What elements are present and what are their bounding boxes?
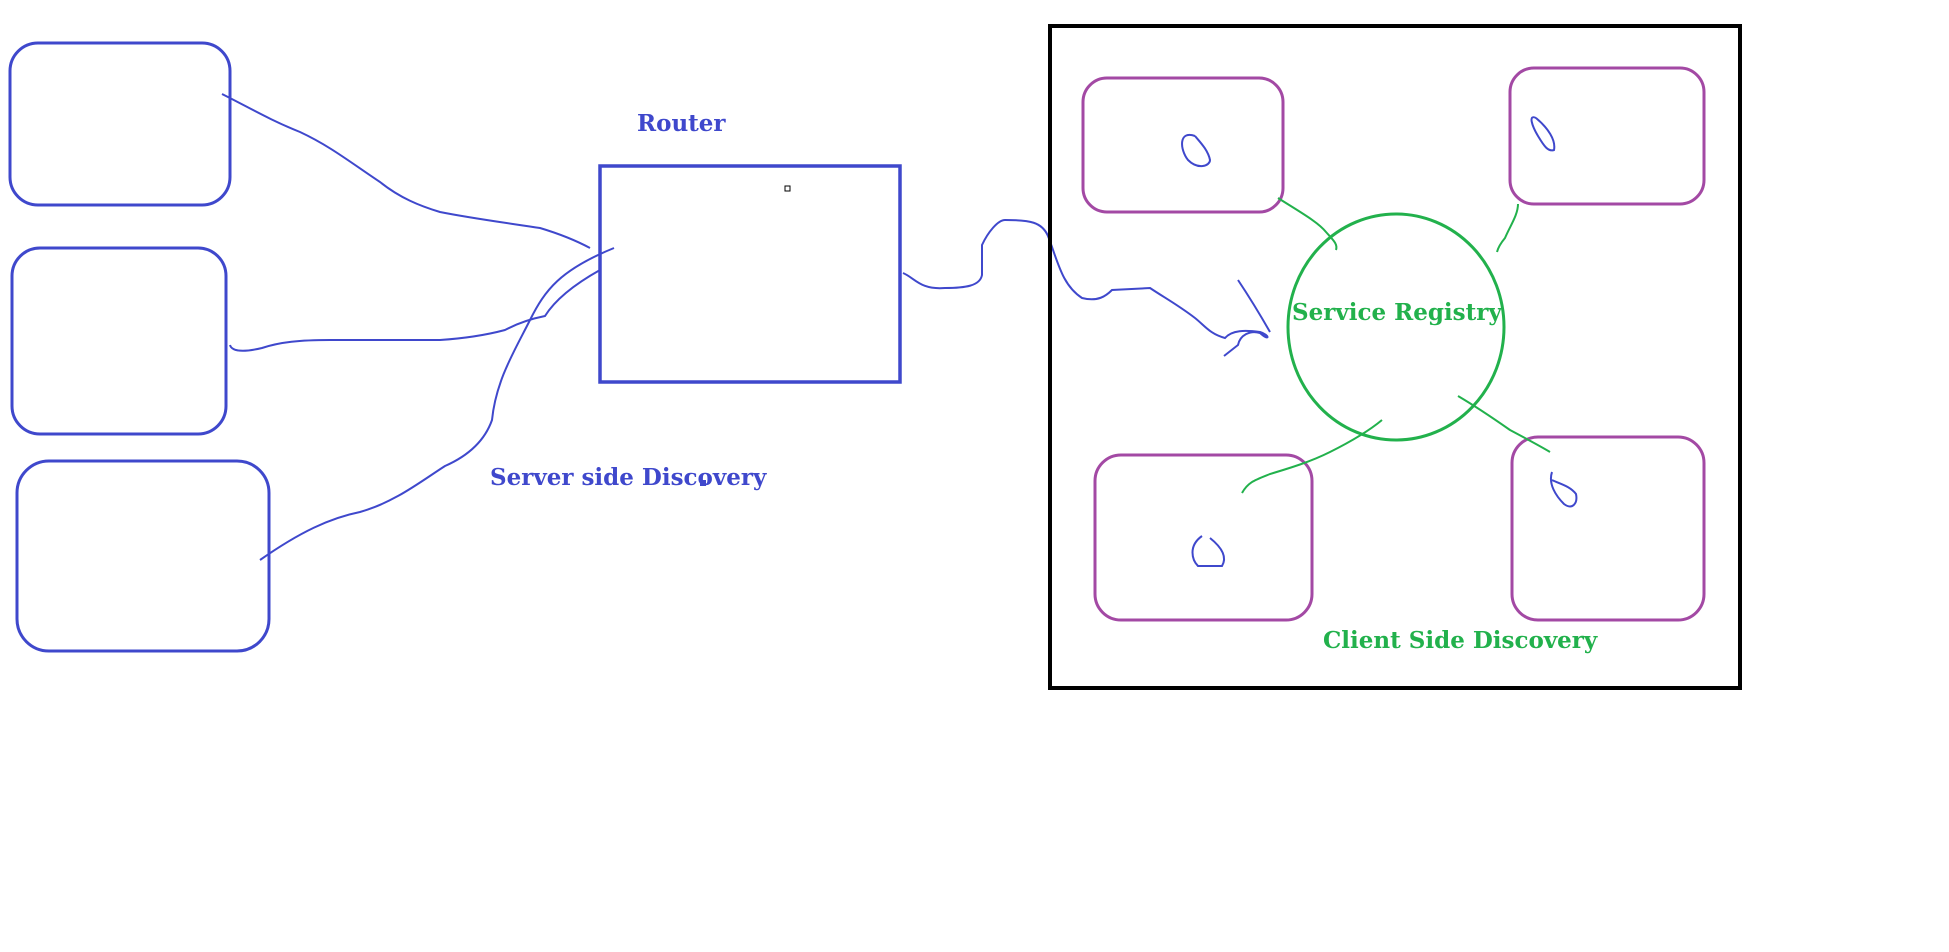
client-side-discovery-label: Client Side Discovery bbox=[1323, 627, 1598, 654]
registry-link-top-left bbox=[1277, 197, 1338, 251]
connection-line-1 bbox=[221, 93, 591, 249]
small-marker bbox=[700, 480, 706, 486]
router-label: Router bbox=[637, 110, 726, 137]
registry-link-top-right bbox=[1496, 203, 1519, 253]
service-scribbles bbox=[1181, 116, 1578, 567]
router-marker bbox=[784, 185, 791, 192]
client-box-1 bbox=[8, 41, 232, 207]
service-box-bottom-left bbox=[1093, 453, 1314, 622]
server-side-clients bbox=[8, 41, 271, 653]
registry-connections bbox=[1241, 197, 1551, 494]
connection-line-3 bbox=[259, 247, 615, 561]
registry-link-bottom-left bbox=[1241, 419, 1383, 494]
connection-line-2 bbox=[229, 269, 601, 352]
scribble-4 bbox=[1550, 471, 1578, 508]
server-side-discovery-label: Server side Discovery bbox=[490, 464, 767, 491]
service-boxes bbox=[1081, 66, 1706, 622]
service-box-top-left bbox=[1081, 76, 1285, 214]
client-box-3 bbox=[15, 459, 271, 653]
service-box-bottom-right bbox=[1510, 435, 1706, 622]
service-registry-label: Service Registry bbox=[1292, 299, 1502, 326]
router-to-registry-line bbox=[902, 218, 1271, 357]
client-box-2 bbox=[10, 246, 228, 436]
scribble-2 bbox=[1530, 116, 1556, 152]
router-box bbox=[598, 164, 902, 384]
registry-link-bottom-right bbox=[1457, 395, 1551, 453]
client-router-connections bbox=[221, 93, 615, 561]
scribble-3 bbox=[1191, 535, 1226, 567]
client-side-container bbox=[1048, 24, 1742, 690]
service-registry-circle bbox=[1286, 212, 1506, 442]
scribble-1 bbox=[1181, 133, 1212, 167]
service-box-top-right bbox=[1508, 66, 1706, 206]
